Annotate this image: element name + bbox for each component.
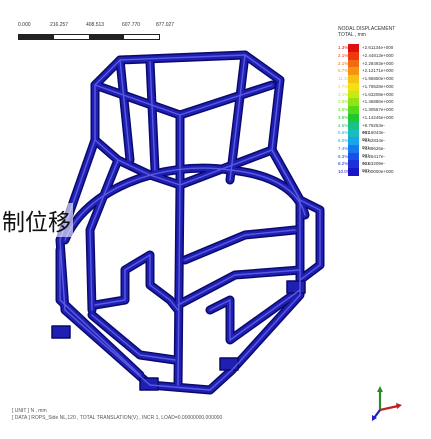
legend-value: +1.95850e+000 [362,76,394,81]
legend-pct: 1.3% [338,45,349,50]
legend-swatch [348,121,359,130]
scale-tick-3: 607.770 [122,22,141,28]
frame-highlight-path [91,314,176,361]
frame-highlight-path [89,159,119,311]
legend-pct: 6.0% [338,138,349,143]
legend-swatch [348,106,359,114]
frame-highlight [59,54,321,391]
legend-swatch [348,44,359,52]
overlay-label: 制位移 [0,203,73,237]
legend-value: +9.79253e-001 [362,122,385,135]
legend-pct: 2.1% [338,60,349,66]
axis-triad-icon [372,386,402,421]
legend-swatch [348,90,359,99]
legend-value: +0.00000e+000 [362,169,394,174]
legend-value: +3.26417e-001 [362,153,385,166]
legend-pct: 4.7% [338,83,349,89]
frame-foot-block [219,357,239,371]
legend-value: +2.28493e+000 [362,60,394,66]
scale-ticks: 0.000 216.257 408.513 607.770 877.027 [18,22,188,32]
legend-pct: 7.4% [338,145,349,151]
legend-swatch [348,98,359,106]
legend-pct: 8.2% [338,161,349,167]
legend-pct: 3.5% [338,107,349,112]
legend-pct: 4.6% [338,122,349,128]
legend-swatch [348,82,359,91]
frame-foot-block [51,325,71,339]
legend-pct: 3.9% [338,99,349,105]
frame-highlight-path [94,254,179,311]
legend-pct: 2.1% [338,52,349,58]
frame-highlight-path [184,229,296,261]
legend-value: +1.63208e+000 [362,91,394,97]
scale-tick-2: 408.513 [86,22,105,28]
frame-highlight-path [59,139,301,391]
legend-swatch [348,59,359,68]
legend-swatch [348,113,359,122]
legend-value: +4.89626e-001 [362,145,385,158]
legend-swatch [348,137,359,145]
scale-bar-graphic [18,34,160,40]
legend-swatch [348,168,359,176]
frame-member-path [182,227,298,263]
legend-header-1: NODAL DISPLACEMENT [338,26,396,32]
legend-value: +2.12171e+000 [362,68,394,74]
legend-value: +2.61134e+000 [362,45,394,50]
legend-pct: 11.1% [338,76,351,81]
frame-highlight-path [229,54,246,181]
legend-pct: 5.6% [338,130,349,136]
legend-value: +6.52834e-001 [362,138,385,150]
scale-tick-4: 877.027 [156,22,175,28]
scale-tick-1: 216.257 [50,22,69,28]
frame-highlight-path [94,54,281,186]
frame-highlight-path [299,199,321,281]
legend-swatch [348,160,359,168]
legend-swatch [348,51,359,60]
legend-pct: 5.7% [338,68,349,74]
legend-value: +1.79528e+000 [362,83,394,89]
frame-highlight-path [271,149,301,201]
legend-value: +1.14246e+000 [362,114,394,120]
scale-seg-2 [89,35,124,39]
frame-highlight-path [64,167,306,241]
legend-value: +8.16043e-001 [362,130,385,143]
legend-pct: 3.9% [338,114,349,120]
frame-highlight-path [149,61,156,171]
scale-seg-1 [19,35,54,39]
scale-tick-0: 0.000 [18,22,31,28]
frame-highlight-path [119,59,131,161]
frame-highlight-path [177,269,301,306]
legend-swatch [348,152,359,161]
legend-pct: 8.3% [338,153,349,159]
legend-header-2: TOTAL , mm [338,32,366,38]
legend-value: +1.46886e+000 [362,99,394,105]
displacement-legend: NODAL DISPLACEMENT TOTAL , mm 1.3% +2.611… [338,26,430,236]
frame-highlight-path [209,289,301,341]
frame-foot-block [286,280,306,294]
legend-value: +1.63209e-001 [362,161,385,174]
footer-info: [ UNIT ] N , mm [ DATA ] ROPS_Side NL,12… [12,408,222,422]
legend-pct: 3.1% [338,91,349,97]
frame-highlight-path [59,249,141,376]
scale-bar: 0.000 216.257 408.513 607.770 877.027 [18,22,188,46]
legend-swatch [348,67,359,75]
legend-value: +1.30567e+000 [362,107,394,112]
footer-unit: [ UNIT ] N , mm [12,408,47,414]
legend-pct: 10.0% [338,169,351,174]
legend-value: +2.44813e+000 [362,52,394,58]
footer-data: [ DATA ] ROPS_Side NL,120 , TOTAL TRANSL… [12,415,223,421]
legend-swatch [348,129,359,137]
frame-highlight-path [177,184,181,386]
legend-swatch [348,75,359,83]
legend-swatch [348,144,359,153]
